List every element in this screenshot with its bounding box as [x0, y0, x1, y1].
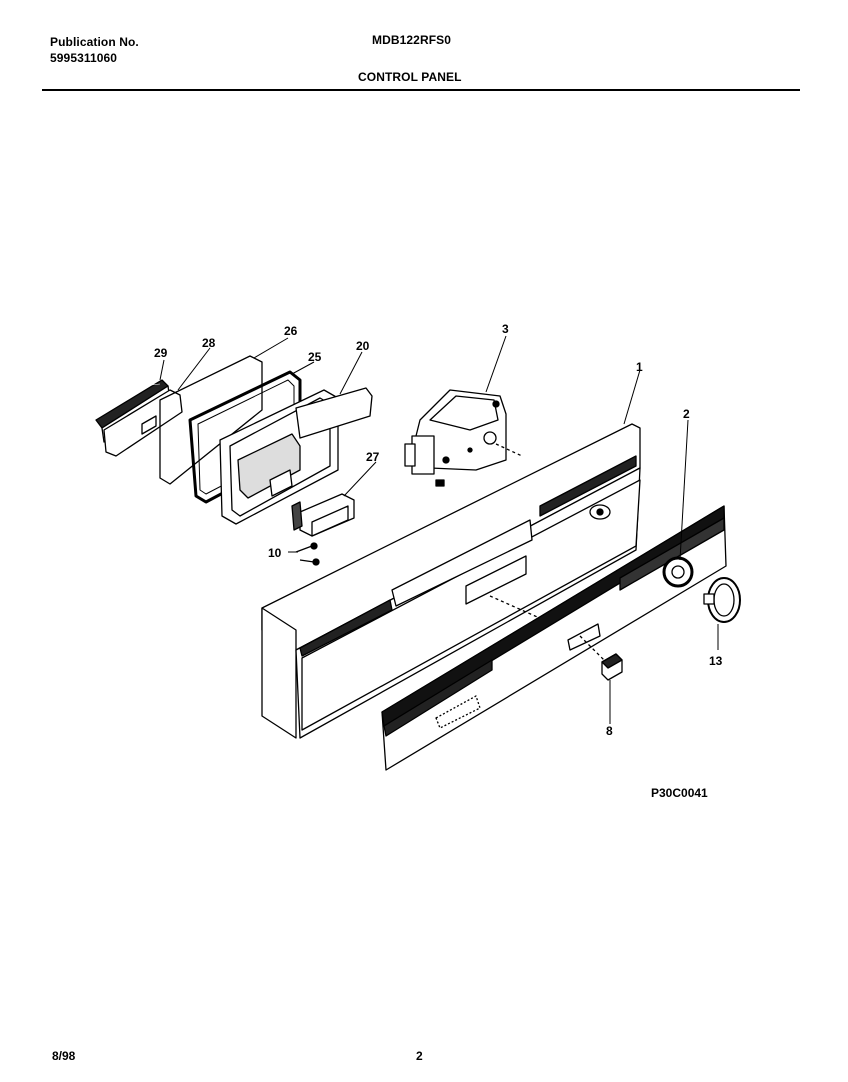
part-26-lens-sheet [159, 355, 263, 485]
model-number: MDB122RFS0 [372, 33, 452, 47]
part-13-knob [703, 577, 741, 623]
callout-20: 20 [356, 339, 370, 353]
timer-alignment-line [495, 443, 523, 457]
callout-27: 27 [366, 450, 380, 464]
part-20-handle [219, 387, 373, 525]
footer-date: 8/98 [52, 1049, 76, 1063]
callout-25: 25 [308, 350, 322, 364]
part-2-overlay [381, 505, 727, 771]
callout-labels: 29 28 26 25 20 3 1 2 27 10 13 8 P30C0041 [154, 322, 723, 800]
part-27-switch [291, 493, 355, 537]
publication-label: Publication No. [50, 35, 139, 49]
part-3-timer [404, 389, 507, 487]
callout-2: 2 [683, 407, 690, 421]
publication-number: 5995311060 [50, 51, 118, 65]
callout-29: 29 [154, 346, 168, 360]
callout-28: 28 [202, 336, 216, 350]
part-28-bracket [103, 389, 183, 457]
page-number: 2 [416, 1049, 423, 1063]
part-1-console [261, 423, 641, 739]
callout-26: 26 [284, 324, 298, 338]
callout-3: 3 [502, 322, 509, 336]
callout-13: 13 [709, 654, 723, 668]
part-8-button [601, 653, 623, 681]
console-alignment-line [489, 595, 581, 637]
callout-8: 8 [606, 724, 613, 738]
section-title: CONTROL PANEL [358, 70, 462, 84]
callout-1: 1 [636, 360, 643, 374]
figure-code: P30C0041 [651, 786, 708, 800]
callout-10: 10 [268, 546, 282, 560]
callout-leaders [159, 335, 719, 724]
part-10-screws [295, 542, 320, 566]
header-rule [42, 89, 800, 91]
